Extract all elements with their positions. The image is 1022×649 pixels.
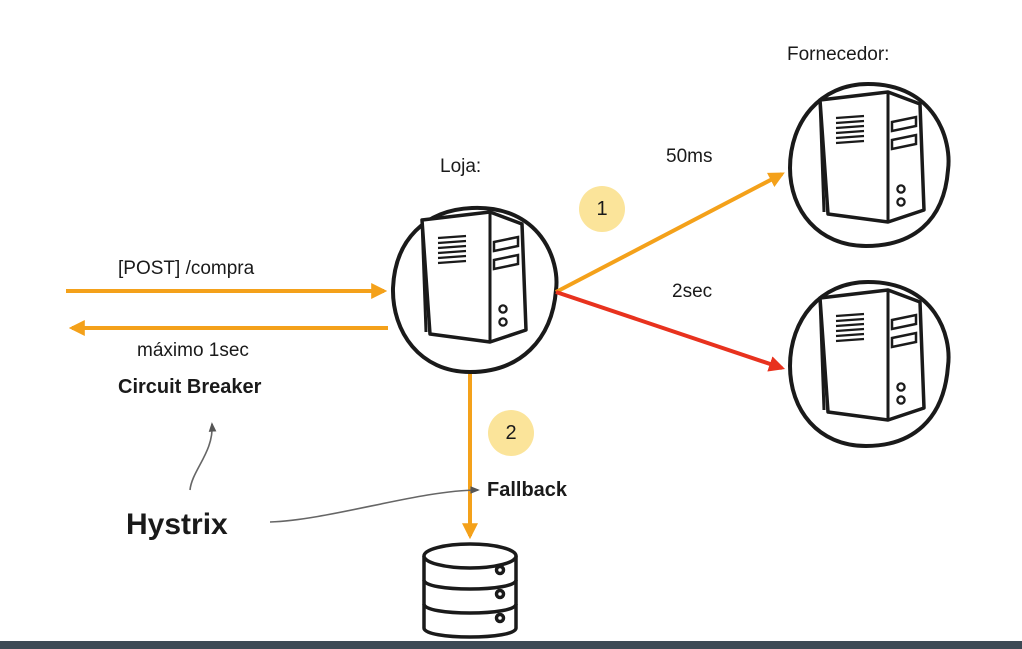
supplier-server-slow [787, 279, 951, 449]
hystrix-label: Hystrix [126, 508, 228, 541]
fallback-label: Fallback [487, 479, 568, 501]
step-1-number: 1 [596, 198, 608, 220]
bottom-strip [0, 641, 1022, 649]
database-icon [422, 542, 518, 639]
post-compra-label: [POST] /compra [118, 258, 255, 279]
store-server [390, 205, 559, 375]
max-time-label: máximo 1sec [137, 340, 249, 361]
step-2-number: 2 [505, 422, 517, 444]
supplier-server-fast-icon [818, 90, 926, 224]
step-1-badge [579, 186, 625, 232]
supplier-label: Fornecedor: [787, 44, 890, 65]
step-2-badge [488, 410, 534, 456]
store-label: Loja: [440, 156, 482, 177]
slow-latency-label: 2sec [672, 281, 713, 302]
supplier-server-slow-icon [818, 288, 926, 422]
hystrix-to-circuit-breaker-arrow [189, 422, 217, 491]
store-server-icon [420, 210, 528, 344]
fast-call-arrow [555, 172, 785, 294]
slow-call-arrow [555, 290, 786, 372]
hystrix-to-fallback-arrow [269, 486, 480, 523]
circuit-breaker-label: Circuit Breaker [118, 376, 262, 398]
fast-latency-label: 50ms [666, 146, 713, 167]
supplier-server-fast [787, 81, 951, 249]
